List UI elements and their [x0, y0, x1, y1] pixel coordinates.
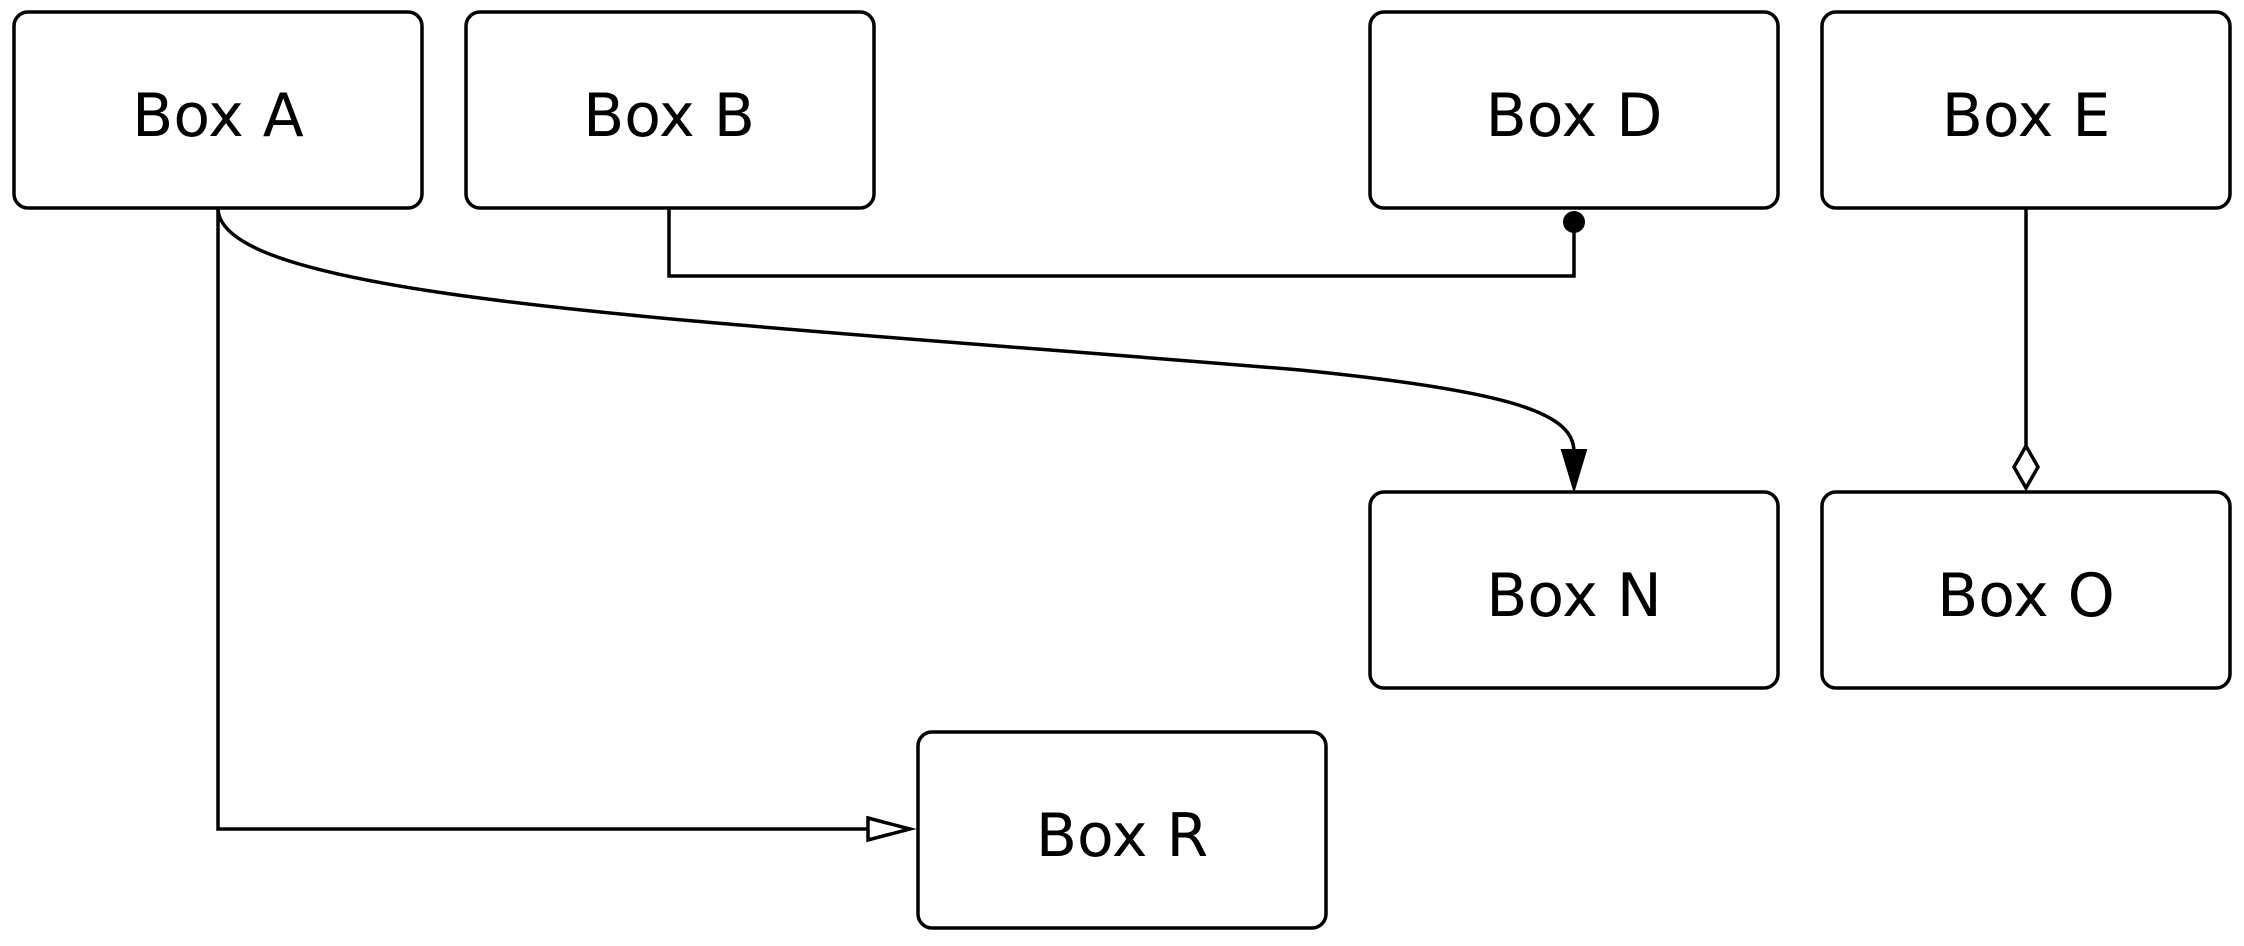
- open-diamond-marker: [2011, 442, 2041, 492]
- box-a[interactable]: Box A: [12, 10, 424, 210]
- box-o[interactable]: Box O: [1820, 490, 2232, 690]
- box-d-label: Box D: [1486, 81, 1663, 151]
- box-a-label: Box A: [132, 81, 304, 151]
- box-e[interactable]: Box E: [1820, 10, 2232, 210]
- open-triangle-marker: [866, 815, 917, 843]
- connector-a-to-r: [216, 208, 917, 843]
- box-e-label: Box E: [1942, 81, 2111, 151]
- box-n-label: Box N: [1486, 561, 1662, 631]
- connector-e-to-o: [2011, 208, 2041, 492]
- connector-a-to-n: [216, 207, 1588, 494]
- arrowhead-marker: [1560, 449, 1588, 494]
- box-b[interactable]: Box B: [464, 10, 876, 210]
- box-n[interactable]: Box N: [1368, 490, 1780, 690]
- box-o-label: Box O: [1937, 561, 2115, 631]
- box-r[interactable]: Box R: [916, 730, 1328, 930]
- box-b-label: Box B: [583, 81, 755, 151]
- box-r-label: Box R: [1036, 801, 1208, 871]
- filled-dot-marker: [1563, 211, 1585, 233]
- connector-b-to-d: [667, 208, 1585, 278]
- box-d[interactable]: Box D: [1368, 10, 1780, 210]
